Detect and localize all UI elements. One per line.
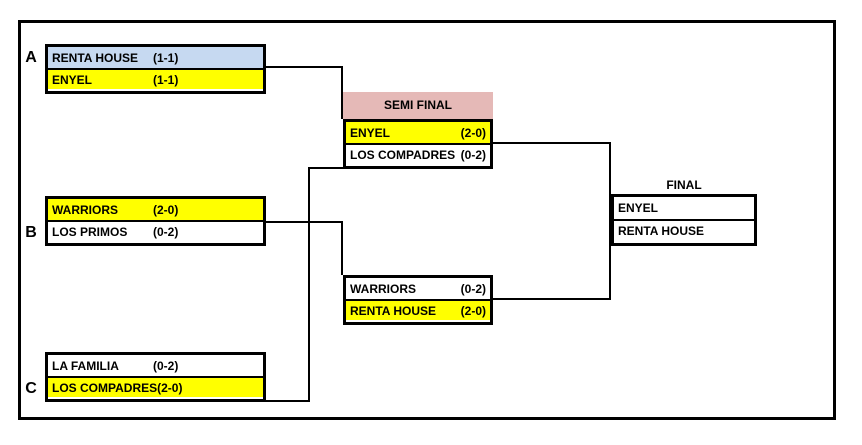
team-name: WARRIORS [350, 281, 416, 296]
connector-group-c-horizontal [266, 400, 310, 402]
team-record: (0-2) [153, 224, 179, 239]
group-c-box: LA FAMILIA (0-2) LOS COMPADRES (2-0) [45, 352, 266, 402]
final-match-box: ENYEL RENTA HOUSE [611, 194, 757, 246]
team-row-warriors-group-b: WARRIORS (2-0) [48, 199, 263, 220]
team-record: (0-2) [460, 281, 486, 296]
team-record: (1-1) [153, 72, 179, 87]
connector-group-c-vertical [308, 167, 310, 402]
connector-semifinal2-horizontal [493, 298, 611, 300]
group-a-label: A [25, 49, 37, 66]
final-header: FINAL [666, 178, 702, 192]
team-row-enyel-semifinal: ENYEL (2-0) [346, 122, 490, 143]
bracket-outer-border [18, 20, 836, 420]
connector-group-a-vertical [341, 66, 343, 119]
team-record: (2-0) [460, 303, 486, 318]
connector-final-vertical [609, 142, 611, 300]
group-b-box: WARRIORS (2-0) LOS PRIMOS (0-2) [45, 196, 266, 246]
team-record: (1-1) [153, 50, 179, 65]
team-name: ENYEL [618, 201, 659, 215]
semifinal-match2-box: WARRIORS (0-2) RENTA HOUSE (2-0) [343, 275, 493, 325]
team-row-renta-house-group-a: RENTA HOUSE (1-1) [48, 47, 263, 68]
team-name: ENYEL [52, 72, 93, 87]
team-name: LA FAMILIA [52, 358, 119, 373]
semifinal-match1-box: ENYEL (2-0) LOS COMPADRES (0-2) [343, 119, 493, 169]
team-row-warriors-semifinal: WARRIORS (0-2) [346, 278, 490, 299]
group-a-box: RENTA HOUSE (1-1) ENYEL (1-1) [45, 44, 266, 94]
team-row-renta-house-final: RENTA HOUSE [614, 219, 754, 241]
team-name: WARRIORS [52, 202, 118, 217]
team-row-enyel-group-a: ENYEL (1-1) [48, 68, 263, 89]
team-name: LOS COMPADRES [52, 380, 158, 395]
team-row-la-familia-group-c: LA FAMILIA (0-2) [48, 355, 263, 376]
connector-semifinal1-horizontal [493, 142, 611, 144]
connector-group-c-to-semifinal1 [308, 167, 343, 169]
team-name: ENYEL [350, 125, 391, 140]
team-record: (0-2) [153, 358, 179, 373]
team-record: (0-2) [460, 147, 486, 162]
semifinal-header: SEMI FINAL [343, 92, 493, 119]
team-name: RENTA HOUSE [350, 303, 437, 318]
team-record: (2-0) [157, 380, 183, 395]
team-record: (2-0) [460, 125, 486, 140]
connector-group-b-horizontal [266, 221, 343, 223]
team-name: RENTA HOUSE [52, 50, 139, 65]
team-row-los-compadres-semifinal: LOS COMPADRES (0-2) [346, 143, 490, 164]
group-c-label: C [25, 380, 37, 397]
team-name: RENTA HOUSE [618, 224, 705, 238]
connector-group-b-vertical [341, 221, 343, 275]
team-row-enyel-final: ENYEL [614, 197, 754, 219]
team-row-los-compadres-group-c: LOS COMPADRES (2-0) [48, 376, 263, 397]
group-b-label: B [25, 224, 37, 241]
team-row-los-primos-group-b: LOS PRIMOS (0-2) [48, 220, 263, 241]
team-record: (2-0) [153, 202, 179, 217]
team-name: LOS COMPADRES [350, 147, 456, 162]
team-name: LOS PRIMOS [52, 224, 128, 239]
connector-group-a-horizontal [266, 66, 343, 68]
team-row-renta-house-semifinal: RENTA HOUSE (2-0) [346, 299, 490, 320]
